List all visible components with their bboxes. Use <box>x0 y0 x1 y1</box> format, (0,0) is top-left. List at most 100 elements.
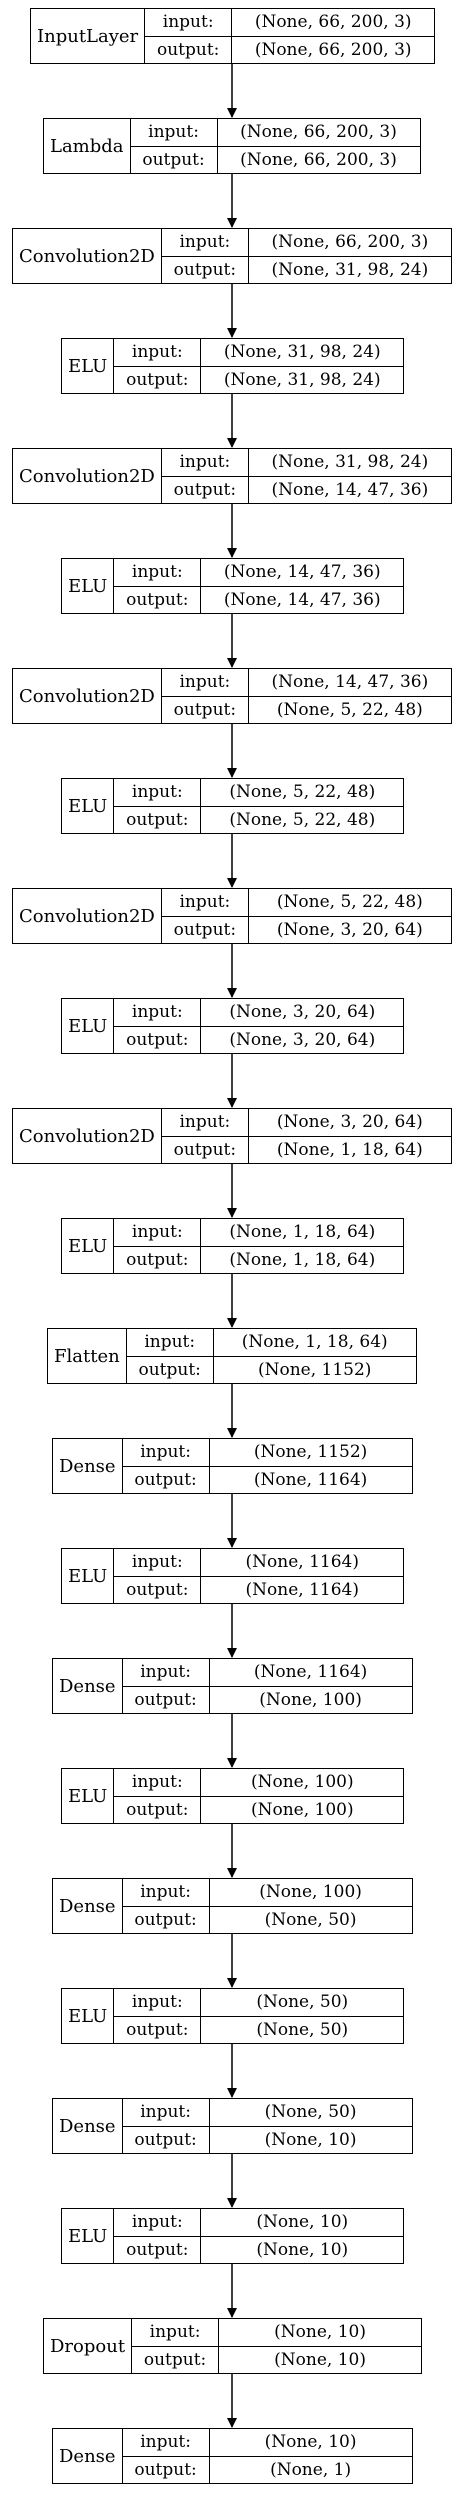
output-row: output: (None, 10) <box>114 2235 404 2263</box>
layer-name: ELU <box>62 779 115 833</box>
output-label: output: <box>123 1686 210 1713</box>
output-shape: (None, 50) <box>264 1909 357 1930</box>
input-label: input: <box>162 229 249 256</box>
input-label: input: <box>123 2429 210 2456</box>
layer-name: ELU <box>62 1549 115 1603</box>
output-row: output:(None, 5, 22, 48) <box>161 695 451 723</box>
layer-ports: input:(None, 3, 20, 64)output:(None, 1, … <box>161 1109 451 1163</box>
output-label: output: <box>131 146 218 173</box>
output-shape: (None, 50) <box>256 2019 349 2040</box>
output-shape: (None, 1164) <box>245 1579 360 1600</box>
output-row: output:(None, 10) <box>122 2125 412 2153</box>
input-row: input:(None, 14, 47, 36) <box>162 669 451 696</box>
output-label: output: <box>162 476 249 503</box>
layer-ports: input: (None, 1, 18, 64)output: (None, 1, … <box>114 1219 404 1273</box>
output-label: output: <box>162 1136 249 1163</box>
output-shape: (None, 100) <box>250 1799 354 1820</box>
input-shape: (None, 5, 22, 48) <box>276 892 423 913</box>
layer-name: ELU <box>62 1219 115 1273</box>
input-shape: (None, 14, 47, 36) <box>223 562 381 583</box>
output-row: output:(None, 14, 47, 36) <box>114 585 404 613</box>
input-label: input: <box>114 1769 202 1796</box>
input-row: input:(None, 66, 200, 3) <box>162 229 451 256</box>
input-label: input: <box>123 1659 210 1686</box>
output-shape: (None, 100) <box>259 1689 362 1710</box>
output-shape: (None, 14, 47, 36) <box>271 479 429 500</box>
output-row: output:(None, 1) <box>122 2455 412 2483</box>
input-row: input: (None, 66, 200, 3) <box>145 9 434 36</box>
input-label: input: <box>114 559 202 586</box>
layer-name: Convolution2D <box>13 889 162 943</box>
input-row: input:(None, 50) <box>114 1989 403 2016</box>
input-row: input:(None, 31, 98, 24) <box>114 339 403 366</box>
input-row: input: (None, 14, 47, 36) <box>114 559 403 586</box>
output-label: output: <box>114 2236 202 2263</box>
output-label: output: <box>114 586 202 613</box>
layer-name: Dropout <box>44 2319 133 2373</box>
layer-name: Dense <box>53 1659 123 1713</box>
input-row: input:(None, 10) <box>114 2209 403 2236</box>
output-shape: (None, 10) <box>256 2239 349 2260</box>
input-label: input: <box>131 119 218 146</box>
layer-name: ELU <box>62 2209 115 2263</box>
input-shape: (None, 66, 200, 3) <box>240 122 397 143</box>
layer-name: Dense <box>53 2099 123 2153</box>
input-row: input: (None, 1, 18, 64) <box>114 1219 403 1246</box>
layer-ports: input:(None, 14, 47, 36)output:(None, 5,… <box>161 669 451 723</box>
layer-name: Convolution2D <box>13 1109 162 1163</box>
input-label: input: <box>162 449 249 476</box>
layer-ports: input:(None, 100)output:(None, 100) <box>114 1769 404 1823</box>
input-shape: (None, 100) <box>259 1882 362 1903</box>
input-row: input:(None, 3, 20, 64) <box>162 1109 451 1136</box>
input-shape: (None, 66, 200, 3) <box>254 12 412 33</box>
input-row: input: (None, 5, 22, 48) <box>114 779 403 806</box>
layer-name: Dense <box>53 1879 123 1933</box>
layer-name: InputLayer <box>31 9 146 63</box>
input-shape: (None, 5, 22, 48) <box>229 782 376 803</box>
output-row: output: (None, 100) <box>122 1685 412 1713</box>
output-label: output: <box>114 366 202 393</box>
layer-name: Lambda <box>44 119 131 173</box>
input-label: input: <box>114 999 202 1026</box>
output-row: output: (None, 1164) <box>114 1575 404 1603</box>
input-row: input: (None, 10) <box>123 2429 412 2456</box>
layer-ports: input:(None, 1164)output:(None, 100) <box>122 1659 412 1713</box>
output-label: output: <box>114 1246 202 1273</box>
input-shape: (None, 31, 98, 24) <box>223 342 381 363</box>
layer-name: Dense <box>53 2429 123 2483</box>
layer-name: Dense <box>53 1439 123 1493</box>
layer-ports: input:(None, 66, 200, 3)output:(None, 31… <box>161 229 451 283</box>
input-label: input: <box>114 1219 202 1246</box>
input-row: input: (None, 66, 200, 3) <box>131 119 420 146</box>
output-label: output: <box>123 2126 210 2153</box>
layer-ports: input:(None, 31, 98, 24)output: (None, 14… <box>161 449 451 503</box>
input-label: input: <box>145 9 233 36</box>
output-shape: (None, 5, 22, 48) <box>229 809 376 830</box>
output-shape: (None, 1) <box>270 2459 352 2480</box>
output-label: output: <box>145 36 233 63</box>
output-shape: (None, 3, 20, 64) <box>229 1029 376 1050</box>
output-label: output: <box>114 1576 202 1603</box>
output-label: output: <box>162 256 249 283</box>
input-label: input: <box>114 779 202 806</box>
input-shape: (None, 1, 18, 64) <box>229 1222 376 1243</box>
output-row: output:(None, 66, 200, 3) <box>130 145 420 173</box>
input-row: input:(None, 3, 20, 64) <box>114 999 403 1026</box>
layer-ports: input:(None, 1, 18, 64)output:(None, 115… <box>126 1329 416 1383</box>
input-row: input:(None, 31, 98, 24) <box>162 449 451 476</box>
layer-ports: input:(None, 31, 98, 24)output: (None, 31… <box>114 339 404 393</box>
input-label: input: <box>162 889 249 916</box>
output-row: output:(None, 5, 22, 48) <box>114 805 404 833</box>
input-shape: (None, 10) <box>264 2432 357 2453</box>
